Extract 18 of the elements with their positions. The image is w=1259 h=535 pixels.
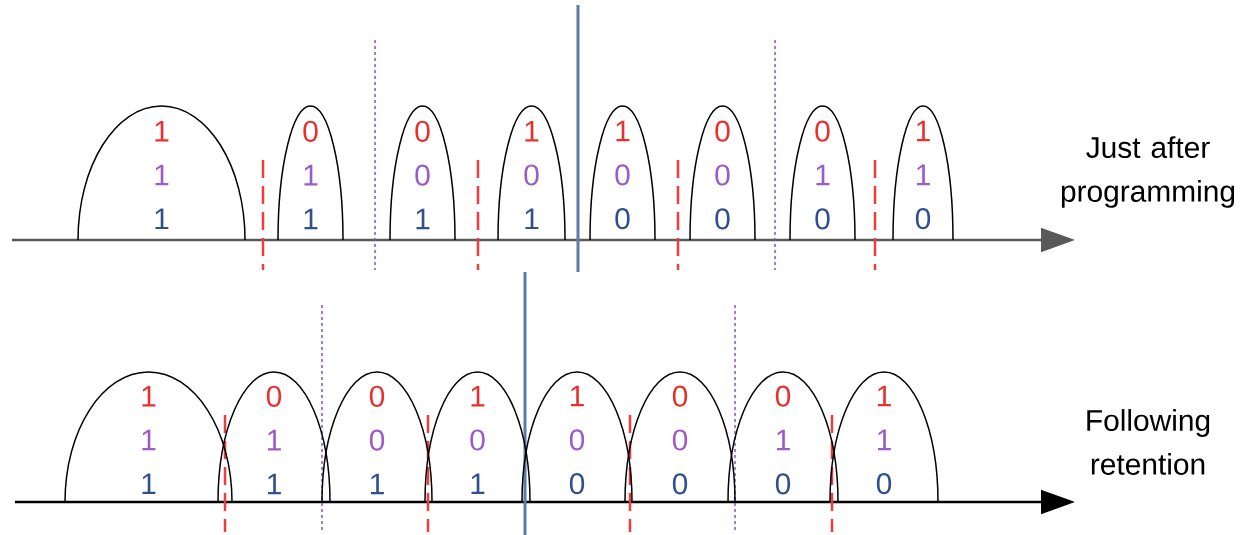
distribution-curve: 1 0 1 (497, 105, 566, 241)
distribution-curve: 1 1 0 (829, 371, 939, 503)
distribution-curve: 0 1 1 (277, 105, 344, 241)
distribution-curve: 1 1 1 (64, 371, 233, 503)
distribution-curve: 1 0 0 (589, 105, 656, 241)
distribution-curve: 0 0 0 (624, 371, 736, 503)
row-label: Just after programming (1061, 136, 1235, 208)
distribution-curve: 0 0 0 (689, 105, 756, 241)
distribution-curve: 0 0 1 (389, 105, 456, 241)
distribution-curve: 0 0 1 (321, 371, 433, 503)
distribution-curve: 1 1 1 (77, 105, 246, 241)
distribution-curve: 1 0 0 (521, 371, 633, 503)
row-label: Following retention (1087, 409, 1210, 475)
distribution-curve: 0 1 1 (217, 371, 331, 503)
distribution-curve: 1 1 0 (892, 105, 954, 241)
distribution-curve: 0 1 0 (789, 105, 856, 241)
distribution-curve: 0 1 0 (727, 371, 839, 503)
distribution-curve: 1 0 1 (424, 371, 531, 503)
